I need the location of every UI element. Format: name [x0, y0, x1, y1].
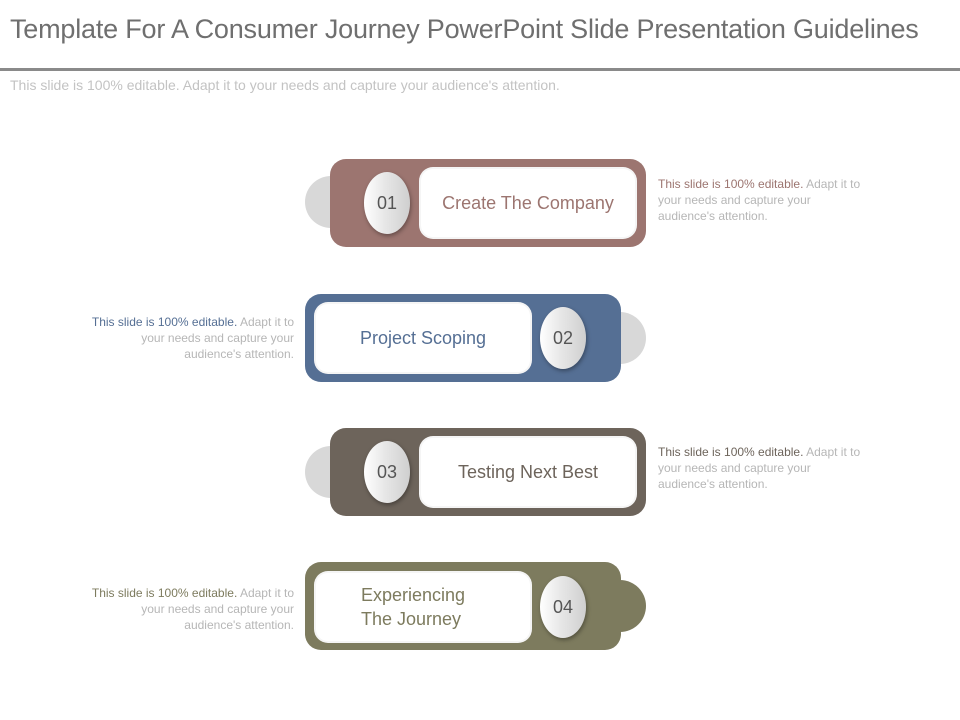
- step-01-description-rest: Adapt it to your needs and capture your …: [658, 177, 861, 223]
- step-04-description: This slide is 100% editable. Adapt it to…: [82, 585, 294, 633]
- step-04-number: 04: [540, 576, 586, 638]
- title-divider: [0, 68, 960, 71]
- step-04-label: Experiencing The Journey: [314, 571, 532, 643]
- step-04-description-rest: Adapt it to your needs and capture your …: [141, 586, 294, 632]
- step-02-number: 02: [540, 307, 586, 369]
- step-01-description-lead: This slide is 100% editable.: [658, 177, 804, 191]
- step-01-description: This slide is 100% editable. Adapt it to…: [658, 176, 870, 224]
- step-03-description-rest: Adapt it to your needs and capture your …: [658, 445, 861, 491]
- step-04-label-line1: Experiencing: [360, 585, 466, 605]
- step-03-description-lead: This slide is 100% editable.: [658, 445, 804, 459]
- step-04-label-line2: The Journey: [360, 609, 462, 629]
- step-04-description-lead: This slide is 100% editable.: [91, 586, 238, 600]
- slide-subtitle: This slide is 100% editable. Adapt it to…: [10, 77, 560, 93]
- step-02-label: Project Scoping: [314, 302, 532, 374]
- step-02-description: This slide is 100% editable. Adapt it to…: [82, 314, 294, 362]
- step-01-label: Create The Company: [419, 167, 637, 239]
- step-03-label: Testing Next Best: [419, 436, 637, 508]
- step-03-description: This slide is 100% editable. Adapt it to…: [658, 444, 870, 492]
- step-02-description-lead: This slide is 100% editable.: [91, 315, 238, 329]
- step-03-number: 03: [364, 441, 410, 503]
- slide-title: Template For A Consumer Journey PowerPoi…: [10, 14, 919, 44]
- step-02-description-rest: Adapt it to your needs and capture your …: [141, 315, 294, 361]
- step-01-number: 01: [364, 172, 410, 234]
